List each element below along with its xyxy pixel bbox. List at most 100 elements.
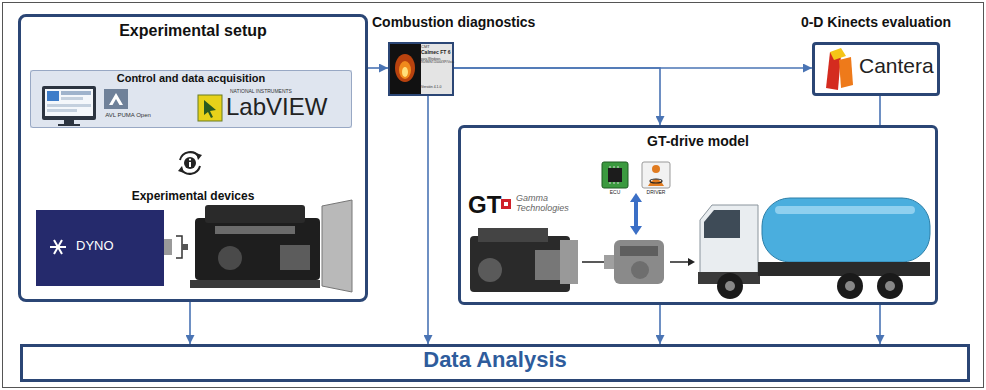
avl-logo [109,93,123,105]
truck-picture [837,273,863,299]
monitor-icon [47,109,77,112]
truck-picture [758,262,930,276]
panel-heading: Experimental setup [18,22,368,40]
monitor-icon [47,91,59,101]
dyno-fill [50,240,66,254]
signal-arrow [630,193,642,235]
screen-text: Calmec FT 6 [421,50,451,56]
labview-logo [204,100,216,118]
engine-picture [470,228,578,292]
gearbox-picture [631,261,649,279]
page-frame [3,3,984,388]
truck-picture [877,273,903,299]
page-frame [3,3,984,388]
monitor-icon [58,124,80,126]
calmec-screenshot [388,42,454,96]
engine-picture [560,240,578,284]
shaft-coupling [164,239,172,255]
monitor-icon [47,104,91,107]
gearbox-picture [604,255,614,269]
dyno-fill [36,210,164,286]
engine-picture [478,258,502,282]
truck-picture [775,206,915,214]
engine-picture [470,236,570,292]
group-panel: Experimental setupExperimental devices Co… [18,14,368,302]
flow-arrow [582,261,604,263]
sub-panel: Control and data acquisitionAVL PUMA Ope… [30,70,352,128]
truck-picture [717,273,743,299]
model-panel: GT-drive modelGTGamma TechnologiesECUDRI… [458,125,938,305]
band-label: Data Analysis [20,347,970,372]
monitor-icon [45,89,93,116]
driver-icon [650,179,662,183]
shaft-coupling [182,244,188,250]
screen-text: Versión 4.1.0 [421,85,451,89]
engine-picture [478,228,548,242]
truck-picture [725,281,735,291]
signal-arrow [630,193,642,202]
dyno-fill [36,210,164,286]
truck-picture [698,198,930,299]
calmec-screenshot [395,54,415,82]
truck-picture [845,281,855,291]
flow-arrow [688,258,695,266]
gt-logo-mark [501,199,511,209]
calmec-screenshot [399,61,411,79]
cantera-logo [812,42,940,96]
signal-arrow [630,226,642,235]
truck-picture [704,210,740,238]
truck-picture [885,281,895,291]
driver-icon [652,165,660,173]
box-label: DYNO [76,239,156,254]
gt-logo-mark [504,202,508,206]
panel-fill [30,70,352,128]
logo-text: AVL PUMA Open [96,112,160,119]
labview-logo [198,95,222,121]
engine-picture [218,246,242,270]
gearbox-picture [614,240,664,284]
calmec-screenshot [421,44,452,94]
driver-icon [642,162,670,188]
monitor-icon [42,86,96,126]
monitor-icon [61,97,83,100]
gt-logo-mark [501,199,511,209]
gearbox-picture [604,240,664,284]
model-ground [458,125,938,305]
cantera-logo [830,48,846,60]
cantera-logo [839,57,853,88]
engine-picture [215,226,295,234]
ecu-icon [602,162,628,188]
connector-arrow [454,68,660,125]
exchange-icon [196,153,202,160]
model-ground [458,125,938,305]
exchange-icon [178,152,202,174]
avl-logo [104,89,128,109]
monitor-icon [61,91,91,95]
panel-heading: Control and data acquisition [30,72,352,85]
panel-fill [30,70,352,128]
exchange-icon [189,162,191,167]
section-heading: Experimental devices [18,190,368,204]
box-heading: 0-D Kinects evaluation [776,14,976,30]
screen-text: CMT [421,45,451,50]
ecu-icon [610,166,618,184]
shaft-coupling [176,236,182,258]
exchange-icon [189,159,191,161]
exchange-icon [178,166,184,173]
icon-label: ECU [599,190,631,196]
driver-icon [648,179,664,186]
truck-picture [700,205,758,282]
box-heading: Combustion diagnostics [372,14,562,30]
connector-arrow [427,96,429,344]
exchange-icon [184,157,196,169]
truck-picture [762,198,930,262]
engine-picture [190,200,352,292]
device-box: DYNO [36,210,164,286]
logo-text: LabVIEW [226,94,348,119]
gearbox-picture [620,246,658,256]
driver-icon [642,162,670,188]
result-band: Data Analysis [20,344,970,382]
logo-text: GT [468,193,502,217]
logo-text: Gamma Technologies [516,194,576,214]
